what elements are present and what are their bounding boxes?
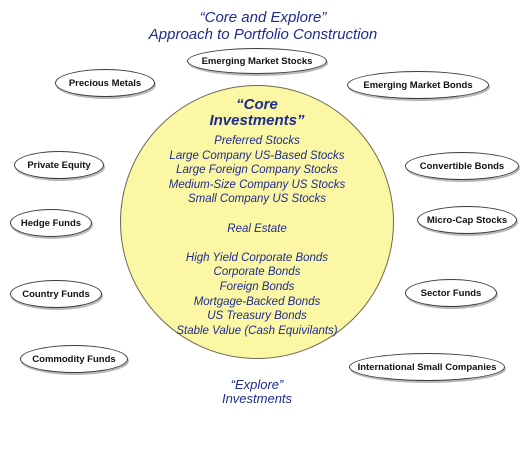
oval-label: Emerging Market Stocks bbox=[201, 55, 313, 67]
oval-label: Country Funds bbox=[22, 288, 90, 300]
oval-label: Private Equity bbox=[27, 159, 91, 171]
core-title-line-1: “Core bbox=[236, 96, 278, 113]
oval-label: Precious Metals bbox=[68, 77, 142, 89]
core-item-mortgage-backed-bonds: Mortgage-Backed Bonds bbox=[193, 295, 321, 308]
oval-micro-cap-stocks: Micro-Cap Stocks bbox=[417, 206, 517, 234]
core-item-foreign-bonds: Foreign Bonds bbox=[219, 280, 295, 293]
oval-emerging-market-stocks: Emerging Market Stocks bbox=[187, 48, 327, 74]
core-item-large-company-us-stocks: Large Company US-Based Stocks bbox=[169, 149, 345, 162]
title-line-1: “Core and Explore” bbox=[199, 9, 327, 26]
oval-country-funds: Country Funds bbox=[10, 280, 102, 308]
oval-private-equity: Private Equity bbox=[14, 151, 104, 179]
core-item-large-foreign-company-stocks: Large Foreign Company Stocks bbox=[176, 164, 338, 177]
oval-international-small-companies: International Small Companies bbox=[349, 353, 505, 381]
core-item-small-company-us-stocks: Small Company US Stocks bbox=[187, 193, 327, 206]
core-circle bbox=[120, 85, 394, 359]
core-title-line-2: Investments” bbox=[209, 112, 305, 129]
core-list-spacer bbox=[120, 207, 394, 222]
core-list-spacer bbox=[120, 236, 394, 251]
explore-title: “Explore” Investments bbox=[120, 378, 394, 406]
oval-sector-funds: Sector Funds bbox=[405, 279, 497, 307]
oval-label: International Small Companies bbox=[357, 361, 497, 373]
oval-commodity-funds: Commodity Funds bbox=[20, 345, 128, 373]
oval-hedge-funds: Hedge Funds bbox=[10, 209, 92, 237]
core-item-corporate-bonds: Corporate Bonds bbox=[213, 266, 301, 279]
title-line-2: Approach to Portfolio Construction bbox=[148, 26, 378, 43]
oval-label: Hedge Funds bbox=[20, 217, 82, 229]
explore-title-line-2: Investments bbox=[221, 391, 293, 406]
oval-label: Convertible Bonds bbox=[419, 160, 505, 172]
core-item-stable-value: Stable Value (Cash Equivilants) bbox=[176, 324, 338, 337]
core-title: “Core Investments” bbox=[120, 97, 394, 129]
diagram-title: “Core and Explore” Approach to Portfolio… bbox=[0, 9, 526, 43]
core-investments-list: Preferred Stocks Large Company US-Based … bbox=[120, 134, 394, 338]
core-item-medium-size-company-us-stocks: Medium-Size Company US Stocks bbox=[168, 178, 346, 191]
oval-emerging-market-bonds: Emerging Market Bonds bbox=[347, 71, 489, 99]
core-item-high-yield-corporate-bonds: High Yield Corporate Bonds bbox=[185, 251, 329, 264]
oval-label: Sector Funds bbox=[420, 287, 482, 299]
core-item-real-estate: Real Estate bbox=[227, 222, 287, 235]
core-item-preferred-stocks: Preferred Stocks bbox=[214, 135, 300, 147]
oval-label: Emerging Market Bonds bbox=[363, 79, 473, 91]
oval-convertible-bonds: Convertible Bonds bbox=[405, 152, 519, 180]
core-item-us-treasury-bonds: US Treasury Bonds bbox=[207, 310, 307, 323]
oval-precious-metals: Precious Metals bbox=[55, 69, 155, 97]
oval-label: Micro-Cap Stocks bbox=[426, 214, 508, 226]
oval-label: Commodity Funds bbox=[32, 353, 116, 365]
explore-title-line-1: “Explore” bbox=[230, 377, 284, 392]
